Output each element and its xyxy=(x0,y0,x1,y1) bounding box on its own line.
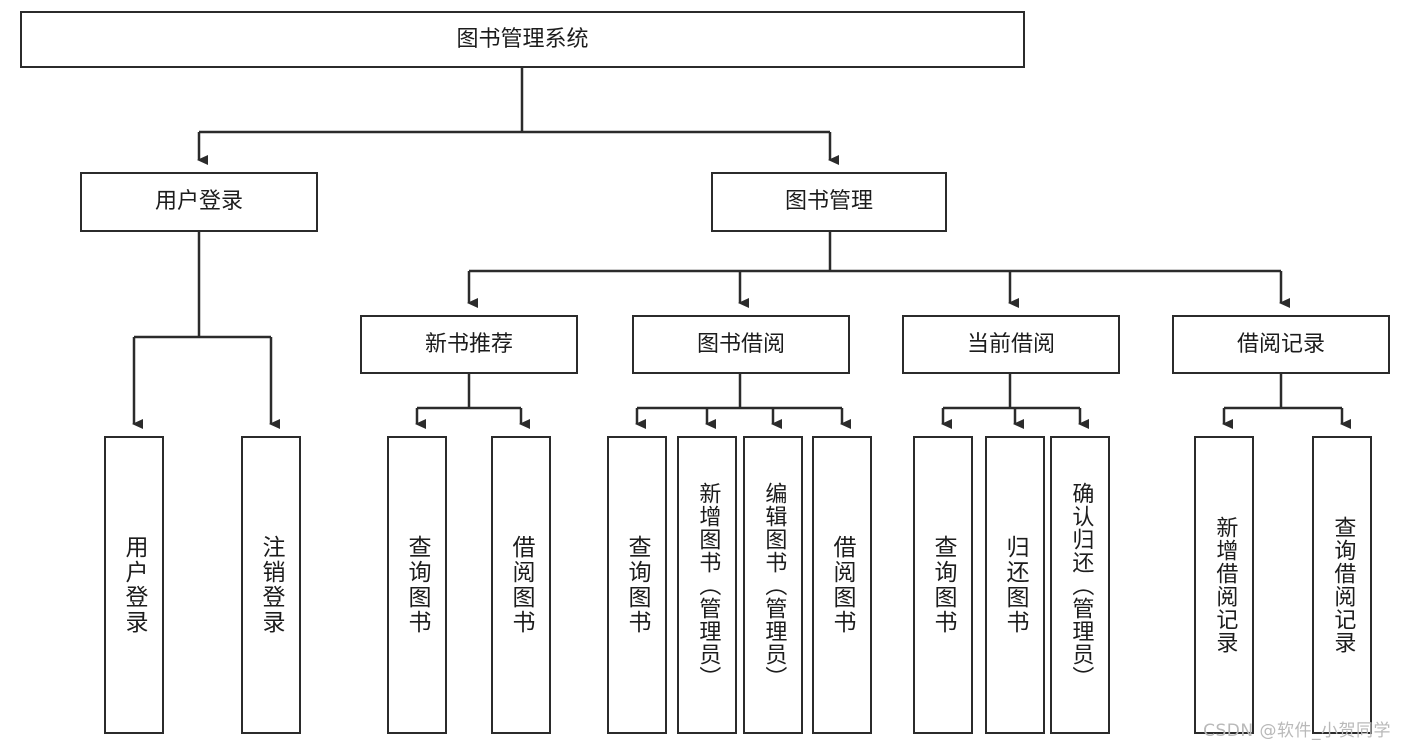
node-leaf-query-book-1[interactable]: 查询图书 xyxy=(387,436,447,734)
node-leaf-borrow-book-1[interactable]: 借阅图书 xyxy=(491,436,551,734)
node-leaf-add-book[interactable]: 新增图书（管理员） xyxy=(677,436,737,734)
node-leaf-query-book-1-label: 查询图书 xyxy=(404,535,431,635)
node-root-label: 图书管理系统 xyxy=(456,26,589,52)
node-book-manage[interactable]: 图书管理 xyxy=(711,172,947,232)
node-leaf-edit-book-label: 编辑图书（管理员） xyxy=(761,481,787,689)
node-leaf-logout[interactable]: 注销登录 xyxy=(241,436,301,734)
node-new-book-recommend-label: 新书推荐 xyxy=(424,331,513,357)
node-current-borrow[interactable]: 当前借阅 xyxy=(902,315,1120,374)
node-leaf-confirm-return-label: 确认归还（管理员） xyxy=(1068,481,1094,689)
node-current-borrow-label: 当前借阅 xyxy=(966,331,1055,357)
node-leaf-add-record-label: 新增借阅记录 xyxy=(1212,516,1238,654)
node-book-manage-label: 图书管理 xyxy=(784,189,873,215)
node-book-borrow[interactable]: 图书借阅 xyxy=(632,315,850,374)
node-leaf-query-book-2[interactable]: 查询图书 xyxy=(607,436,667,734)
node-leaf-return-book-label: 归还图书 xyxy=(1002,535,1029,635)
node-leaf-borrow-book-1-label: 借阅图书 xyxy=(508,535,535,635)
csdn-watermark: CSDN @软件_小贺同学 xyxy=(1203,721,1391,741)
node-borrow-record-label: 借阅记录 xyxy=(1236,331,1325,357)
node-leaf-return-book[interactable]: 归还图书 xyxy=(985,436,1045,734)
node-leaf-user-login-label: 用户登录 xyxy=(121,535,148,635)
node-leaf-add-book-label: 新增图书（管理员） xyxy=(695,481,721,689)
node-leaf-logout-label: 注销登录 xyxy=(258,535,285,635)
node-book-borrow-label: 图书借阅 xyxy=(696,331,785,357)
node-leaf-query-book-2-label: 查询图书 xyxy=(624,535,651,635)
node-leaf-query-record[interactable]: 查询借阅记录 xyxy=(1312,436,1372,734)
node-new-book-recommend[interactable]: 新书推荐 xyxy=(360,315,578,374)
node-leaf-query-book-3[interactable]: 查询图书 xyxy=(913,436,973,734)
node-leaf-borrow-book-2[interactable]: 借阅图书 xyxy=(812,436,872,734)
node-leaf-edit-book[interactable]: 编辑图书（管理员） xyxy=(743,436,803,734)
node-leaf-query-record-label: 查询借阅记录 xyxy=(1330,516,1356,654)
node-user-login[interactable]: 用户登录 xyxy=(80,172,318,232)
node-leaf-user-login[interactable]: 用户登录 xyxy=(104,436,164,734)
node-leaf-borrow-book-2-label: 借阅图书 xyxy=(829,535,856,635)
node-leaf-query-book-3-label: 查询图书 xyxy=(930,535,957,635)
node-root[interactable]: 图书管理系统 xyxy=(20,11,1025,68)
node-user-login-label: 用户登录 xyxy=(154,189,243,215)
node-leaf-add-record[interactable]: 新增借阅记录 xyxy=(1194,436,1254,734)
node-borrow-record[interactable]: 借阅记录 xyxy=(1172,315,1390,374)
node-leaf-confirm-return[interactable]: 确认归还（管理员） xyxy=(1050,436,1110,734)
